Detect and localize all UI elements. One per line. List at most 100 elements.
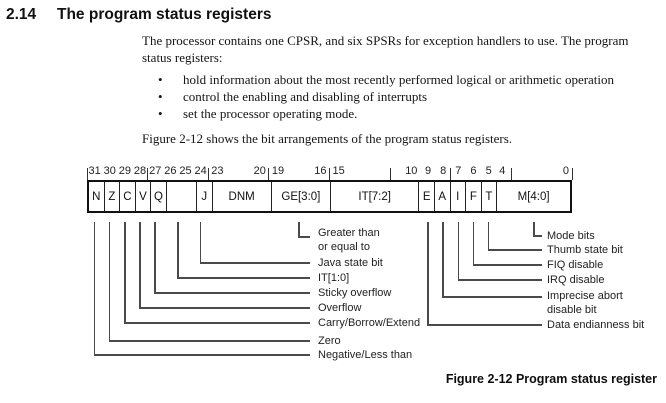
annotation-label-carry-borrow-extend: Carry/Borrow/Extend	[318, 316, 420, 330]
annotation-label-line: Java state bit	[318, 257, 383, 269]
annotation-label-negative-less-than: Negative/Less than	[318, 348, 412, 362]
annotation-label-line: Negative/Less than	[318, 349, 413, 361]
annotation-label-overflow: Overflow	[318, 301, 361, 315]
nibble-tick	[389, 168, 391, 180]
connector-line-horizontal	[155, 292, 310, 294]
connector-line-vertical	[124, 222, 126, 324]
intro-line-1: The processor contains one CPSR, and six…	[142, 33, 629, 48]
bit-number-29: 29	[118, 165, 132, 177]
register-field-label: V	[139, 190, 147, 203]
nibble-tick	[207, 168, 209, 180]
annotation-label-line: disable bit	[547, 304, 597, 316]
nibble-tick	[450, 168, 452, 180]
connector-line-vertical	[487, 222, 490, 251]
annotation-label-line: Sticky overflow	[318, 287, 392, 299]
bit-number-5: 5	[485, 165, 492, 177]
nibble-tick	[268, 168, 270, 180]
annotation-label-thumb-state-bit: Thumb state bit	[547, 243, 623, 257]
connector-line-horizontal	[534, 235, 542, 237]
annotation-label-java-state-bit: Java state bit	[318, 256, 383, 270]
register-field-label: E	[422, 190, 431, 203]
intro-line-2: status registers:	[142, 50, 223, 65]
connector-line-horizontal	[124, 322, 310, 324]
annotation-label-data-endianness-bit: Data endianness bit	[547, 318, 644, 332]
figure-intro-sentence: Figure 2-12 shows the bit arrangements o…	[142, 131, 513, 146]
bit-number-8: 8	[440, 165, 447, 177]
register-field-t: T	[482, 182, 498, 211]
connector-line-vertical	[427, 222, 429, 326]
register-field-e: E	[419, 182, 435, 211]
bit-number-4: 4	[499, 165, 506, 177]
annotation-label-sticky-overflow: Sticky overflow	[318, 286, 391, 300]
register-field-n: N	[89, 182, 105, 211]
bullet-text: hold information about the most recently…	[183, 72, 615, 87]
bit-number-10: 10	[405, 165, 418, 177]
annotation-label-line: Zero	[318, 335, 341, 347]
connector-line-horizontal	[94, 354, 310, 356]
register-field-j: J	[197, 182, 213, 211]
register-field-label: I	[456, 190, 460, 203]
register-field-label: Q	[154, 190, 163, 203]
connector-line-vertical	[298, 222, 300, 238]
bit-number-28: 28	[133, 165, 147, 177]
annotation-label-line: Greater than	[318, 227, 380, 239]
bit-number-0: 0	[562, 165, 569, 177]
bit-number-15: 15	[332, 165, 345, 177]
annotation-label-irq-disable: IRQ disable	[547, 273, 604, 287]
connector-line-vertical	[177, 222, 179, 279]
connector-line-vertical	[533, 222, 535, 237]
bullet-item: • control the enabling and disabling of …	[142, 88, 662, 105]
register-field-it10	[167, 182, 197, 211]
register-field-label: C	[123, 190, 132, 203]
figure-caption: Figure 2-12 Program status register	[445, 372, 657, 386]
nibble-tick	[571, 168, 573, 180]
nibble-tick	[86, 168, 88, 180]
register-field-label: F	[469, 190, 477, 203]
annotation-label-line: Imprecise abort	[547, 290, 623, 302]
bullet-marker: •	[158, 106, 163, 121]
bit-number-7: 7	[455, 165, 462, 177]
annotation-label-mode-bits: Mode bits	[547, 229, 595, 243]
connector-line-vertical	[472, 222, 475, 266]
annotation-label-fiq-disable: FIQ disable	[547, 258, 603, 272]
section-number: 2.14	[6, 6, 37, 23]
register-field-f: F	[466, 182, 482, 211]
annotation-label-line: Carry/Borrow/Extend	[318, 317, 421, 329]
nibble-tick	[147, 168, 149, 180]
register-field-label: GE[3:0]	[281, 190, 321, 203]
connector-line-horizontal	[299, 236, 310, 238]
register-field-i: I	[451, 182, 467, 211]
annotation-label-zero: Zero	[318, 334, 341, 348]
connector-line-vertical	[442, 222, 444, 298]
bit-number-25: 25	[179, 165, 192, 177]
register-field-it72: IT[7:2]	[331, 182, 420, 211]
connector-line-vertical	[457, 222, 460, 281]
connector-line-horizontal	[473, 264, 542, 266]
bullet-text: control the enabling and disabling of in…	[183, 89, 428, 104]
bit-number-26: 26	[164, 165, 177, 177]
annotation-label-line: Data endianness bit	[547, 319, 645, 331]
register-field-label: IT[7:2]	[358, 190, 391, 203]
register-field-v: V	[136, 182, 152, 211]
register-field-a: A	[435, 182, 451, 211]
bit-number-30: 30	[103, 165, 116, 177]
bullet-marker: •	[158, 89, 163, 104]
annotation-label-line: IRQ disable	[547, 274, 605, 286]
connector-line-vertical	[139, 222, 141, 309]
register-field-label: Z	[108, 190, 116, 203]
connector-line-horizontal	[428, 324, 542, 326]
connector-line-vertical	[154, 222, 156, 294]
annotation-label-imprecise-abort: Imprecise abort disable bit	[547, 289, 623, 317]
connector-line-horizontal	[200, 262, 310, 264]
connector-line-horizontal	[458, 279, 542, 281]
register-field-label: J	[201, 190, 208, 203]
annotation-label-line: FIQ disable	[547, 259, 604, 271]
register-field-dnm: DNM	[213, 182, 272, 211]
bullet-item: • hold information about the most recent…	[142, 71, 662, 88]
bit-number-31: 31	[88, 165, 101, 177]
register-field-c: C	[120, 182, 136, 211]
